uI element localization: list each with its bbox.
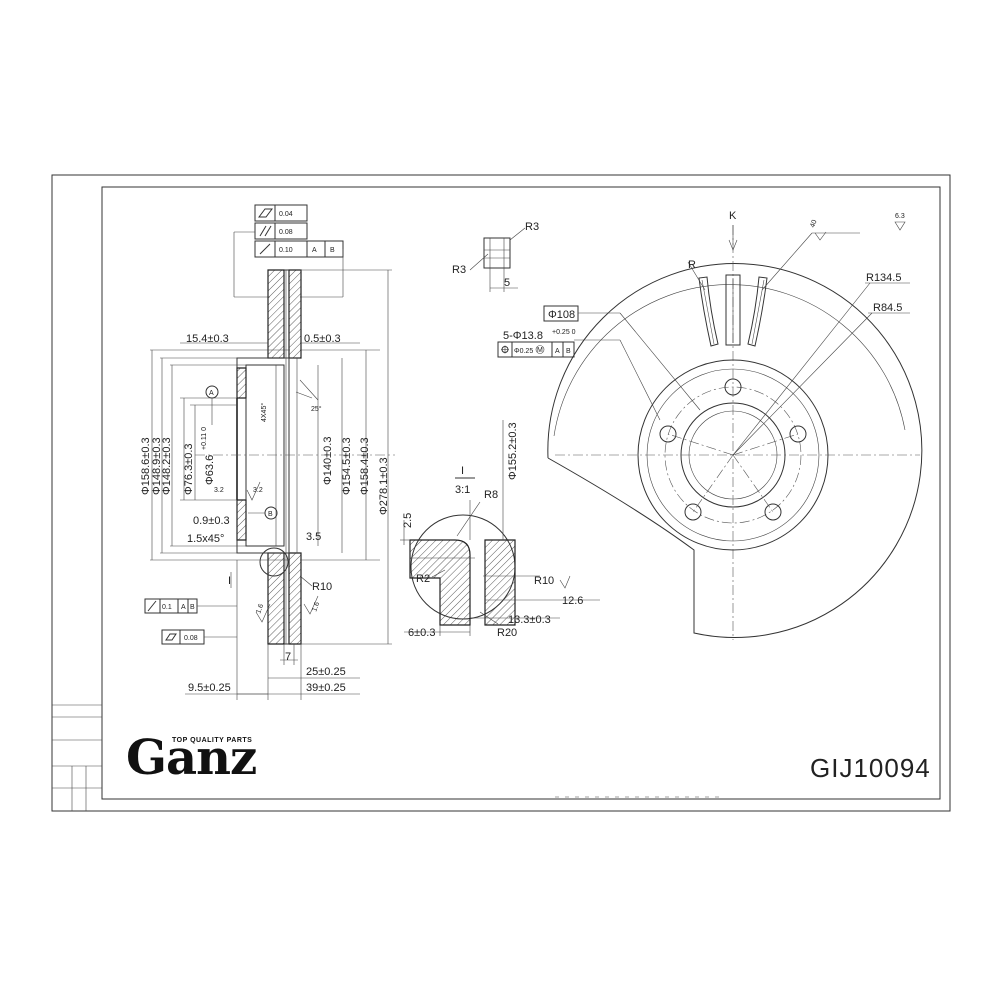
holes-tol: +0.25 0: [552, 329, 576, 336]
surface-3-2-b: 3.2: [253, 487, 263, 494]
detail-13-3: 13.3±0.3: [508, 614, 551, 626]
dim-0-9: 0.9±0.3: [193, 515, 230, 527]
dim-25: 25±0.25: [306, 666, 346, 678]
dim-3-5: 3.5: [306, 531, 321, 543]
dim-r84-5: R84.5: [873, 302, 902, 314]
hole-callouts: [497, 305, 620, 358]
chamfer-4x45: 4X45°: [260, 403, 268, 422]
detail-scale: 3:1: [455, 484, 470, 496]
tol-parallelism: 0.08: [279, 229, 293, 236]
sheet-frame: [51, 174, 951, 812]
datum-a-label: A: [209, 390, 214, 397]
tol-position-b: B: [566, 348, 571, 355]
dim-0-5: 0.5±0.3: [304, 333, 341, 345]
tol-position-a: A: [555, 348, 560, 355]
tol-position-mod: M: [537, 347, 543, 354]
dim-148-9: Φ148.9±0.3: [151, 437, 163, 495]
dim-158-6: Φ158.6±0.3: [140, 437, 152, 495]
tol-flatness-small: 0.08: [184, 635, 198, 642]
detail-r2: R2: [416, 573, 430, 585]
surface-40: 40: [809, 219, 818, 229]
datum-b-label: B: [268, 511, 273, 518]
dim-148-2: Φ148.2±0.3: [161, 437, 173, 495]
detail-12-6: 12.6: [562, 595, 583, 607]
brand-tagline: TOP QUALITY PARTS: [172, 737, 253, 744]
dim-155-2: Φ155.2±0.3: [507, 422, 519, 480]
surface-1-6-a: 1.6: [255, 603, 265, 615]
tol-position: Φ0.25: [514, 348, 533, 355]
dim-154-5: Φ154.5±0.3: [341, 437, 353, 495]
brand-logo: Ganz: [126, 730, 257, 786]
detail-I-view: [400, 420, 600, 636]
part-number: GIJ10094: [810, 753, 931, 783]
front-view: [547, 221, 923, 640]
dim-108: Φ108: [548, 309, 575, 321]
slot-width-5: 5: [504, 277, 510, 289]
surface-6-3: 6.3: [895, 213, 905, 220]
dim-63-6-tol: +0.11 0: [201, 427, 208, 450]
dim-9-5: 9.5±0.25: [188, 682, 231, 694]
angle-25: 25°: [311, 405, 322, 413]
view-k-label: K: [729, 210, 737, 222]
dim-158-4: Φ158.4±0.3: [359, 437, 371, 495]
tol-runout-small: 0.1: [162, 604, 172, 611]
detail-2-5: 2.5: [402, 513, 414, 528]
detail-r8: R8: [484, 489, 498, 501]
tol-runout-small-a: A: [181, 604, 186, 611]
tol-runout-small-b: B: [190, 604, 195, 611]
slot-detail: [469, 227, 526, 292]
detail-r20: R20: [497, 627, 517, 639]
holes-5x13-8: 5-Φ13.8: [503, 330, 543, 342]
tol-datum-b: B: [330, 247, 335, 254]
dim-1-5-chamfer: 1.5x45°: [187, 533, 224, 545]
tolerance-frame-top: [233, 204, 344, 298]
detail-title-I: I: [461, 465, 464, 477]
slot-r3-left: R3: [452, 264, 466, 276]
dim-39: 39±0.25: [306, 682, 346, 694]
surface-1-6-b: 1.6: [311, 601, 321, 613]
detail-6: 6±0.3: [408, 627, 435, 639]
surface-3-2-a: 3.2: [214, 487, 224, 494]
tol-flatness: 0.04: [279, 211, 293, 218]
dim-140: Φ140±0.3: [322, 437, 334, 485]
dim-r134-5: R134.5: [866, 272, 901, 284]
dim-278-1: Φ278.1±0.3: [378, 457, 390, 515]
detail-r10: R10: [534, 575, 554, 587]
dim-15-4: 15.4±0.3: [186, 333, 229, 345]
dim-r10: R10: [312, 581, 332, 593]
detail-ref-I: I: [228, 575, 231, 587]
dim-7: 7: [285, 651, 291, 663]
slot-r3-top: R3: [525, 221, 539, 233]
tol-runout: 0.10: [279, 247, 293, 254]
dim-63-6: Φ63.6: [204, 455, 216, 485]
dim-76-3: Φ76.3±0.3: [183, 443, 195, 495]
vane-r-label: R: [688, 259, 696, 271]
tol-datum-a: A: [312, 247, 317, 254]
section-view: [144, 204, 395, 700]
